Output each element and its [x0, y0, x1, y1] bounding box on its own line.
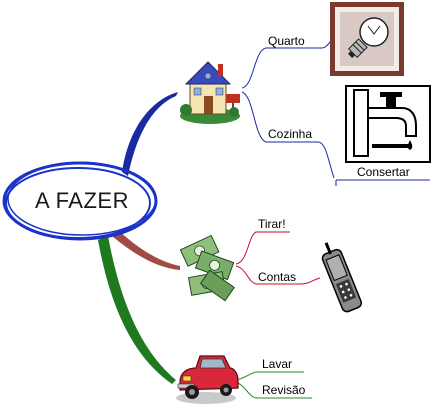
node-tirar[interactable]: Tirar! — [258, 217, 286, 231]
leaking-faucet-icon — [345, 85, 431, 163]
car-icon — [176, 355, 239, 404]
branch-money-connector — [112, 230, 180, 270]
branch-house-connector — [122, 92, 178, 176]
telephone-icon — [321, 242, 362, 313]
node-quarto[interactable]: Quarto — [268, 34, 305, 48]
money-icon — [179, 234, 235, 302]
house-icon — [180, 61, 240, 124]
connector-contas — [235, 265, 321, 285]
connector-lavar — [235, 371, 304, 381]
node-revisao[interactable]: Revisão — [262, 383, 306, 397]
connector-revisao — [235, 381, 312, 399]
node-consertar[interactable]: Consertar — [357, 165, 410, 179]
node-contas[interactable]: Contas — [258, 270, 297, 284]
central-topic-label[interactable]: A FAZER — [35, 188, 129, 213]
connector-tirar — [235, 231, 290, 265]
connector-cozinha — [241, 91, 335, 179]
branch-car-connector — [98, 236, 176, 384]
node-lavar[interactable]: Lavar — [262, 357, 293, 371]
central-topic-ellipse[interactable] — [2, 161, 158, 241]
light-bulb-icon — [330, 2, 404, 76]
connector-quarto — [241, 39, 333, 89]
node-cozinha[interactable]: Cozinha — [268, 127, 313, 141]
